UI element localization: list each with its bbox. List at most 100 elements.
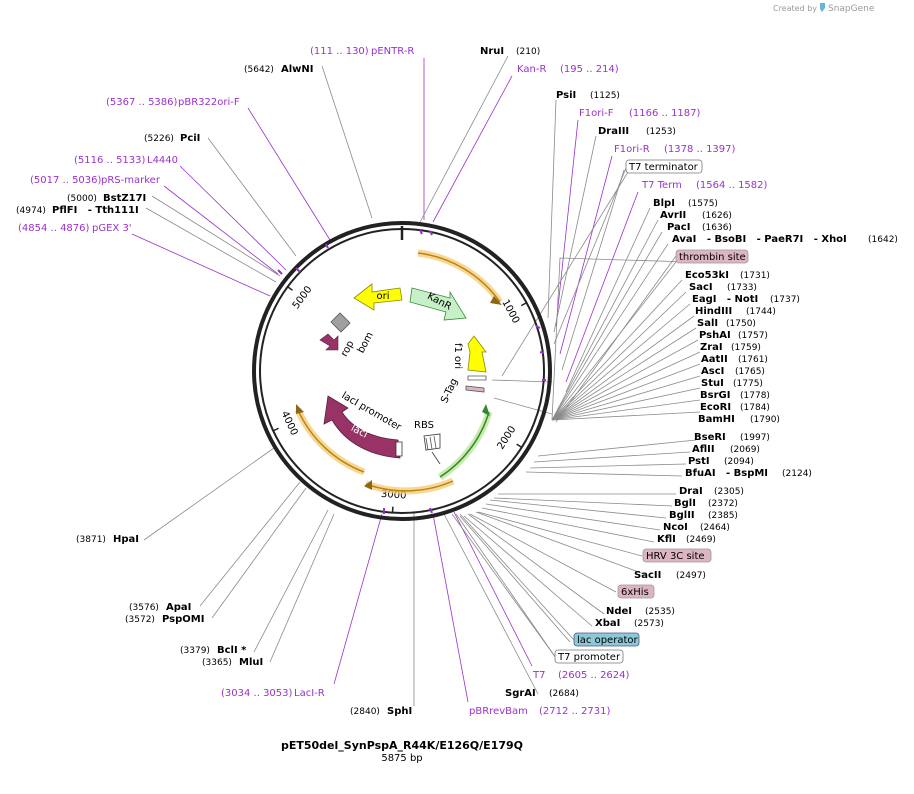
site-name[interactable]: AscI — [701, 366, 724, 377]
feature-box-bg — [554, 649, 624, 664]
credit-brand: SnapGene — [828, 4, 875, 14]
backbone-outer — [252, 221, 552, 521]
site-pos: (2069) — [730, 445, 760, 455]
site-name[interactable]: KflI — [657, 534, 676, 545]
leader-pgex3 — [131, 233, 271, 297]
feature-lacop-mark — [431, 451, 441, 465]
site-name[interactable]: SalI — [697, 318, 718, 329]
primer-name[interactable]: Kan-R — [517, 64, 546, 75]
site-name[interactable]: BstZ17I — [103, 193, 146, 204]
primer-name[interactable]: pENTR-R — [371, 46, 414, 57]
site-pos: (3572) — [125, 615, 155, 625]
feature-stag-label: S-Tag — [439, 377, 460, 405]
site-name[interactable]: BlpI — [653, 198, 675, 209]
feature-rbs-label: RBS — [414, 420, 434, 431]
map-title: pET50del_SynPspA_R44K/E126Q/E179Q 5875 b… — [281, 739, 523, 764]
site-name[interactable]: BamHI — [698, 414, 735, 425]
feature-box[interactable]: T7 terminator — [625, 159, 703, 174]
site-name[interactable]: Eco53kI — [685, 270, 729, 281]
primer-name[interactable]: F1ori-R — [614, 144, 650, 155]
feature-box[interactable]: T7 promoter — [554, 649, 624, 664]
feature-box-bg — [617, 584, 655, 599]
primer-pos: (5367 .. 5386) — [106, 97, 178, 108]
site-pos: (1636) — [702, 223, 732, 233]
primer-name[interactable]: T7 — [532, 670, 545, 681]
primer-name[interactable]: L4440 — [147, 155, 178, 166]
site-name[interactable]: BglI — [674, 498, 696, 509]
site-name[interactable]: AvrII — [660, 210, 686, 221]
site-name[interactable]: ApaI — [166, 602, 191, 613]
site-name[interactable]: NcoI — [663, 522, 688, 533]
site-name[interactable]: PstI — [688, 456, 710, 467]
site-name[interactable]: NdeI — [606, 606, 632, 617]
site-pos: (5000) — [67, 194, 97, 204]
site-pos: (1744) — [746, 307, 776, 317]
arrowhead-icon — [364, 480, 372, 490]
site-name[interactable]: HindIII — [695, 306, 732, 317]
site-name[interactable]: PacI — [667, 222, 690, 233]
primer-name[interactable]: F1ori-F — [579, 108, 614, 119]
site-name[interactable]: XbaI — [595, 618, 620, 629]
primer-name[interactable]: pGEX 3' — [92, 223, 132, 234]
feature-bom-arrow — [319, 333, 339, 351]
site-pos: (3576) — [129, 603, 159, 613]
feature-box[interactable]: 6xHis — [617, 584, 655, 599]
feature-box[interactable]: lac operator — [573, 632, 640, 647]
site-name[interactable]: ZraI — [700, 342, 723, 353]
feature-rop — [330, 312, 351, 333]
feature-box[interactable]: thrombin site — [675, 249, 749, 264]
primer-name[interactable]: T7 Term — [641, 180, 682, 191]
leader-t7term — [565, 191, 639, 383]
site-name[interactable]: NruI — [480, 46, 504, 57]
feature-t7term-mark — [467, 375, 487, 381]
site-pos: (2535) — [645, 607, 675, 617]
primer-name[interactable]: pBRrevBam — [469, 706, 528, 717]
site-name[interactable]: BclI * — [217, 645, 247, 656]
plasmid-size: 5875 bp — [381, 753, 422, 764]
primer-name[interactable]: pBR322ori-F — [178, 97, 240, 108]
site-name[interactable]: BseRI — [694, 432, 726, 443]
site-name[interactable]: BglII — [669, 510, 695, 521]
site-name[interactable]: AatII — [701, 354, 728, 365]
site-name[interactable]: EcoRI — [700, 402, 731, 413]
leader-kan-r — [432, 75, 513, 223]
site-pos: (1575) — [688, 199, 718, 209]
site-name[interactable]: AflII — [692, 444, 715, 455]
site-name[interactable]: PciI — [180, 133, 200, 144]
orf-arc-insert-line — [439, 411, 490, 478]
site-name[interactable]: AlwNI — [281, 64, 314, 75]
site-name[interactable]: MluI — [239, 657, 263, 668]
site-name[interactable]: SacII — [634, 570, 661, 581]
features: ori KanR f1 ori S-Tag RBS rop bom lacI p… — [294, 249, 503, 495]
feature-box[interactable]: HRV 3C site — [642, 548, 712, 563]
site-name[interactable]: PspOMI — [162, 614, 204, 625]
site-name[interactable]: PshAI — [699, 330, 731, 341]
site-pos: (5642) — [244, 65, 274, 75]
site-name[interactable]: SacI — [689, 282, 713, 293]
feature-bom-label: bom — [356, 330, 376, 355]
primer-name[interactable]: pRS-marker — [101, 175, 161, 186]
ruler-label: 5000 — [291, 284, 315, 311]
site-name[interactable]: StuI — [701, 378, 724, 389]
site-name[interactable]: PsiI — [556, 90, 576, 101]
site-name[interactable]: EagI - NotI — [692, 294, 758, 305]
site-name[interactable]: BfuAI - BspMI — [685, 468, 768, 479]
feature-kanr — [409, 287, 467, 321]
site-pos: (2305) — [714, 487, 744, 497]
site-name[interactable]: BsrGI — [700, 390, 730, 401]
primer-mark — [535, 325, 541, 329]
site-pos: (1997) — [740, 433, 770, 443]
orf-arc-kanr-line — [417, 252, 501, 303]
site-name[interactable]: AvaI - BsoBI - PaeR7I - XhoI — [672, 234, 847, 245]
site-name[interactable]: DraI — [679, 486, 703, 497]
primer-mark — [429, 230, 433, 236]
site-name[interactable]: PflFI - Tth111I — [52, 205, 139, 216]
feature-ori — [353, 283, 403, 311]
primer-name[interactable]: LacI-R — [294, 688, 325, 699]
site-name[interactable]: HpaI — [113, 534, 139, 545]
site-name[interactable]: SphI — [387, 706, 412, 717]
site-name[interactable]: SgrAI — [505, 688, 536, 699]
site-name[interactable]: DraIII — [598, 126, 629, 137]
feature-boxes: T7 terminator thrombin site HRV 3C site … — [554, 159, 749, 664]
